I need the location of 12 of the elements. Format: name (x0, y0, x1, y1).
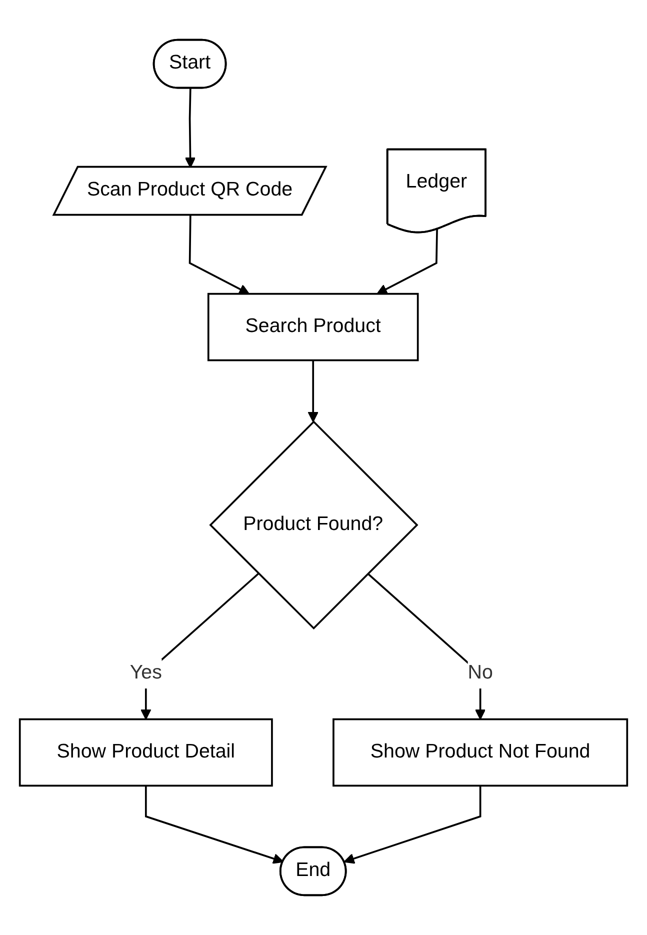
arrow (376, 230, 438, 294)
node-box: Show Product Detail (18, 718, 273, 787)
edge-label: Yes (130, 662, 162, 684)
node-box: Show Product Not Found (332, 718, 628, 787)
arrow (188, 215, 250, 294)
node-diamond: Product Found? (209, 420, 418, 630)
arrow (308, 360, 319, 422)
edge-label: No (468, 662, 493, 684)
arrow (184, 88, 196, 168)
arrow (144, 786, 284, 864)
arrow (344, 786, 482, 864)
node-box: Search Product (207, 292, 419, 362)
